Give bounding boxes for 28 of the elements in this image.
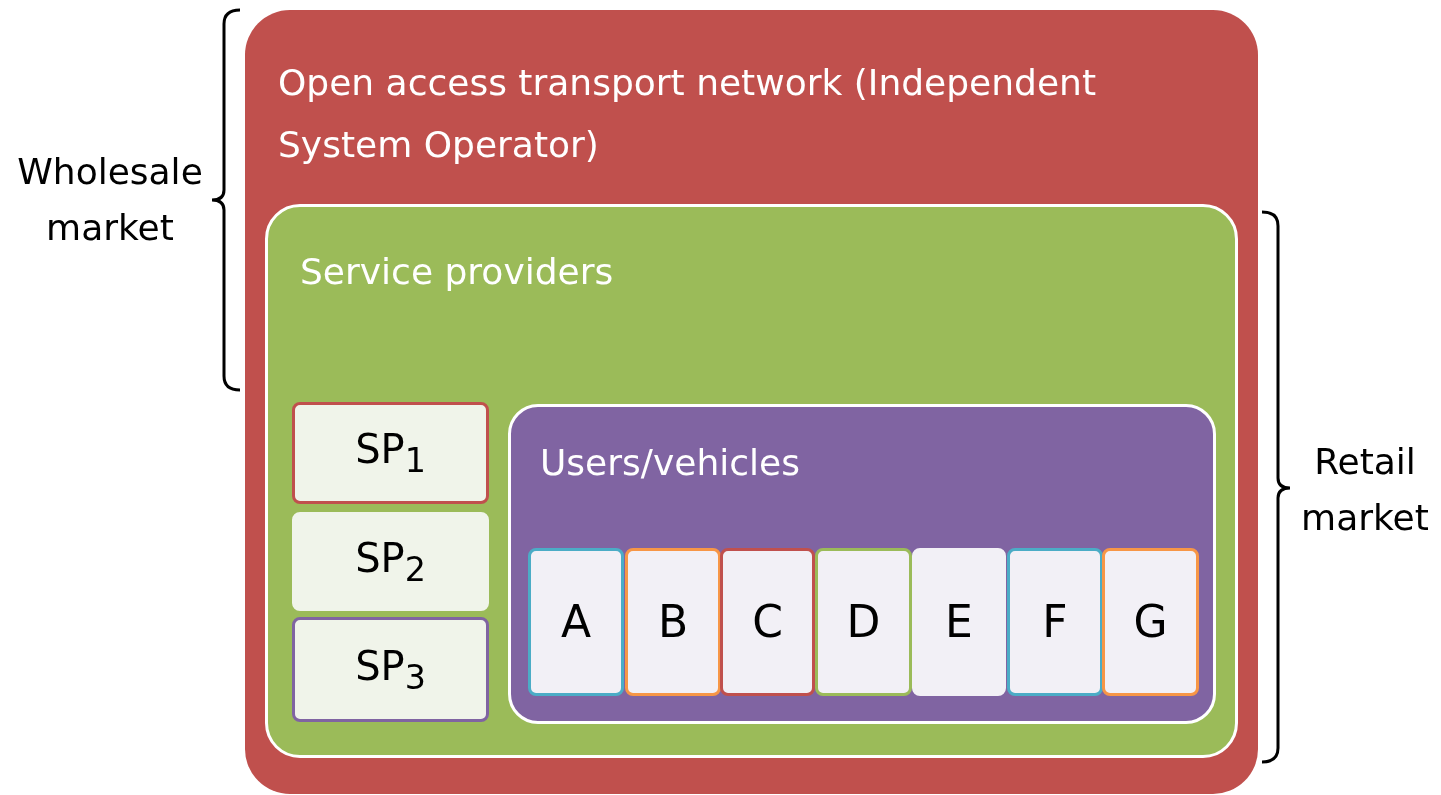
tile-label: A bbox=[559, 595, 593, 649]
tile-label: D bbox=[845, 595, 882, 649]
tile bbox=[625, 548, 721, 696]
tile-label: G bbox=[1132, 595, 1169, 649]
region-panel bbox=[245, 10, 1258, 794]
tile bbox=[292, 617, 489, 722]
tile bbox=[528, 548, 624, 696]
tile-label: SP$_{3}$ bbox=[354, 641, 427, 698]
market-label: Wholesale market bbox=[16, 150, 204, 250]
tile bbox=[1102, 548, 1199, 696]
tile-label: C bbox=[751, 595, 784, 649]
tile bbox=[292, 402, 489, 504]
panel-heading: Users/vehicles bbox=[540, 441, 800, 485]
tile bbox=[815, 548, 912, 696]
tile bbox=[1007, 548, 1103, 696]
region-panel bbox=[265, 204, 1238, 758]
panel-heading: Service providers bbox=[300, 250, 614, 294]
panel-heading: Open access transport network (Independent System Operator) bbox=[278, 61, 1097, 167]
tile bbox=[292, 512, 489, 611]
market-label: Retail market bbox=[1300, 440, 1430, 540]
tile-label: B bbox=[656, 595, 690, 649]
tile-label: SP$_{2}$ bbox=[354, 533, 427, 590]
tile-label: F bbox=[1041, 595, 1069, 649]
tile-label: SP$_{1}$ bbox=[354, 425, 427, 481]
tile bbox=[912, 548, 1006, 696]
region-panel bbox=[508, 404, 1216, 724]
tile-label: E bbox=[944, 595, 974, 649]
tile bbox=[720, 548, 815, 696]
